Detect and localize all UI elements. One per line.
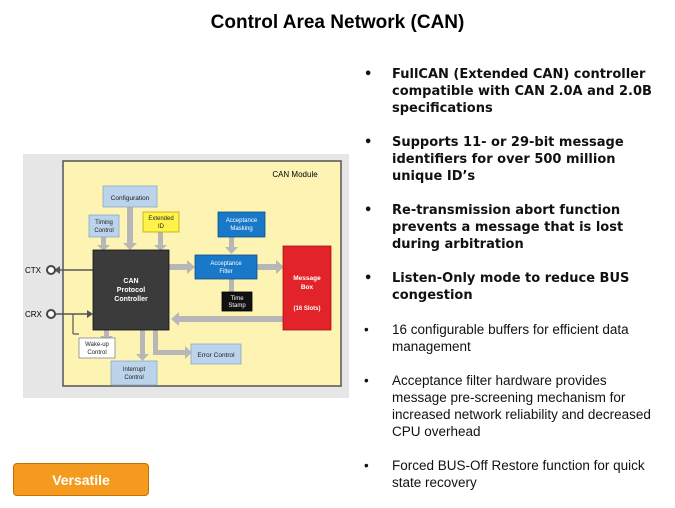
timing-control-block — [88, 214, 120, 238]
crx-label: CRX — [25, 310, 43, 319]
bullet-marker: • — [364, 458, 369, 473]
arrows — [97, 207, 284, 361]
acceptance-filter-label-line1: Acceptance — [210, 261, 242, 267]
interrupt-control-label-line1: Interrupt — [123, 367, 146, 373]
crx-arrow-head — [87, 310, 93, 318]
list-item: • 16 configurable buffers for efficient d… — [362, 321, 662, 355]
list-item-text: Re-transmission abort function prevents … — [392, 203, 624, 252]
arrow-controller-to-interrupt-head — [136, 354, 149, 361]
can-module-label: CAN Module — [272, 170, 318, 179]
configuration-block — [102, 185, 158, 208]
bullet-marker: • — [364, 203, 373, 218]
list-item: • Forced BUS-Off Restore function for qui… — [362, 457, 662, 491]
list-item: • Acceptance filter hardware provides mes… — [362, 372, 662, 440]
time-stamp-label-line1: Time — [230, 296, 244, 302]
arrow-timestamp-up — [229, 276, 234, 292]
error-control-block — [190, 343, 242, 365]
arrow-controller-to-wakeup — [104, 330, 109, 338]
can-protocol-controller-line3: Controller — [114, 296, 148, 303]
timing-control-label-line2: Control — [94, 228, 113, 234]
list-item-text: Forced BUS-Off Restore function for quic… — [392, 458, 645, 490]
list-item-text: Acceptance filter hardware provides mess… — [392, 373, 651, 439]
extended-id-label-line1: Extended — [148, 216, 173, 222]
bullet-marker: • — [364, 271, 373, 286]
message-box-label-line2: Box — [301, 284, 314, 291]
wakeup-control-label-line1: Wake-up — [85, 342, 109, 348]
bullet-marker: • — [364, 135, 373, 150]
time-stamp-block — [221, 291, 253, 312]
arrow-controller-to-error-vertical — [153, 330, 158, 355]
list-item: • FullCAN (Extended CAN) controller compa… — [362, 66, 662, 117]
list-item: • Supports 11- or 29-bit message identifi… — [362, 134, 662, 185]
extended-id-label-line2: ID — [158, 224, 165, 230]
message-box-block — [282, 245, 332, 331]
ctx-label: CTX — [25, 266, 42, 275]
can-protocol-controller-line1: CAN — [123, 278, 138, 285]
page-title: Control Area Network (CAN) — [210, 12, 465, 33]
arrow-masking-down — [229, 237, 234, 249]
can-protocol-controller-line2: Protocol — [117, 287, 145, 294]
acceptance-masking-label-line2: Masking — [230, 226, 252, 232]
list-item: • Listen-Only mode to reduce BUS congesti… — [362, 270, 662, 304]
interrupt-control-block — [110, 360, 158, 386]
arrow-box-to-controller-head — [171, 312, 179, 326]
arrow-masking-head — [225, 247, 238, 254]
list-item: • Re-transmission abort function prevents… — [362, 202, 662, 253]
arrow-filter-to-box — [257, 264, 278, 270]
list-item-text: 16 configurable buffers for efficient da… — [392, 322, 629, 354]
arrow-controller-to-filter — [169, 264, 189, 270]
acceptance-masking-label-line1: Acceptance — [226, 218, 258, 224]
feature-list: • FullCAN (Extended CAN) controller compa… — [362, 66, 662, 508]
list-item-text: FullCAN (Extended CAN) controller compat… — [392, 67, 652, 116]
versatile-badge: Versatile — [13, 463, 149, 496]
arrow-controller-to-interrupt — [140, 330, 145, 356]
arrow-timing-down — [101, 237, 106, 247]
ctx-arrow-head — [54, 266, 60, 274]
extended-id-block — [142, 211, 180, 233]
arrow-controller-to-error — [153, 350, 187, 355]
timing-control-label-line1: Timing — [95, 220, 113, 226]
message-box-label-line1: Message — [293, 275, 321, 282]
configuration-label: Configuration — [111, 195, 150, 202]
acceptance-filter-block — [194, 254, 258, 280]
bullet-marker: • — [364, 67, 373, 82]
arrow-filter-to-box-head — [276, 260, 284, 274]
message-box-label-line3: (16 Slots) — [293, 306, 320, 312]
time-stamp-label-line2: Stamp — [228, 303, 246, 309]
arrow-configuration-head — [123, 243, 137, 250]
arrow-controller-to-error-head — [185, 346, 192, 359]
arrow-controller-to-filter-head — [187, 260, 195, 274]
acceptance-masking-block — [217, 211, 266, 238]
acceptance-filter-label-line2: Filter — [219, 269, 232, 275]
arrow-configuration-down — [127, 207, 133, 245]
arrow-box-to-controller — [177, 316, 283, 322]
can-protocol-controller-block — [92, 249, 170, 331]
list-item-text: Supports 11- or 29-bit message identifie… — [392, 135, 624, 184]
bullet-marker: • — [364, 322, 369, 337]
ctx-pin — [46, 265, 56, 275]
wakeup-control-block — [78, 337, 116, 359]
error-control-label: Error Control — [197, 352, 235, 359]
bullet-marker: • — [364, 373, 369, 388]
arrow-extended-down — [158, 232, 163, 247]
arrow-timing-head — [97, 245, 110, 251]
crx-pin — [46, 309, 56, 319]
arrow-extended-head — [154, 245, 167, 251]
interrupt-control-label-line2: Control — [124, 375, 143, 381]
can-module-diagram: CAN Module CTX CRX Configuration — [23, 154, 349, 398]
wakeup-control-label-line2: Control — [87, 350, 106, 356]
list-item-text: Listen-Only mode to reduce BUS congestio… — [392, 271, 630, 303]
